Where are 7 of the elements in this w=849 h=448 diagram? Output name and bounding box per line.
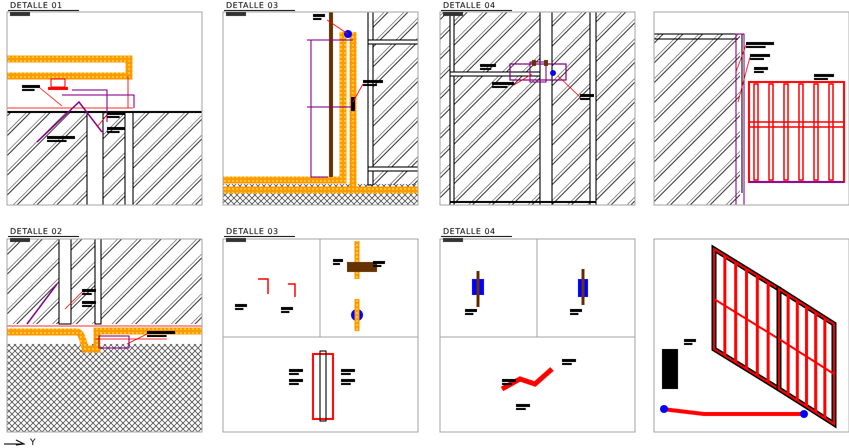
detail-title: DETALLE 04 <box>441 227 512 237</box>
detail-title: DETALLE 03 <box>224 1 295 11</box>
detail-title: DETALLE 02 <box>8 227 79 237</box>
detail-title: DETALLE 03 <box>224 227 295 237</box>
axis-label: Y <box>30 438 36 448</box>
detail-title: DETALLE 01 <box>8 1 79 11</box>
detail-title: DETALLE 04 <box>441 1 512 11</box>
